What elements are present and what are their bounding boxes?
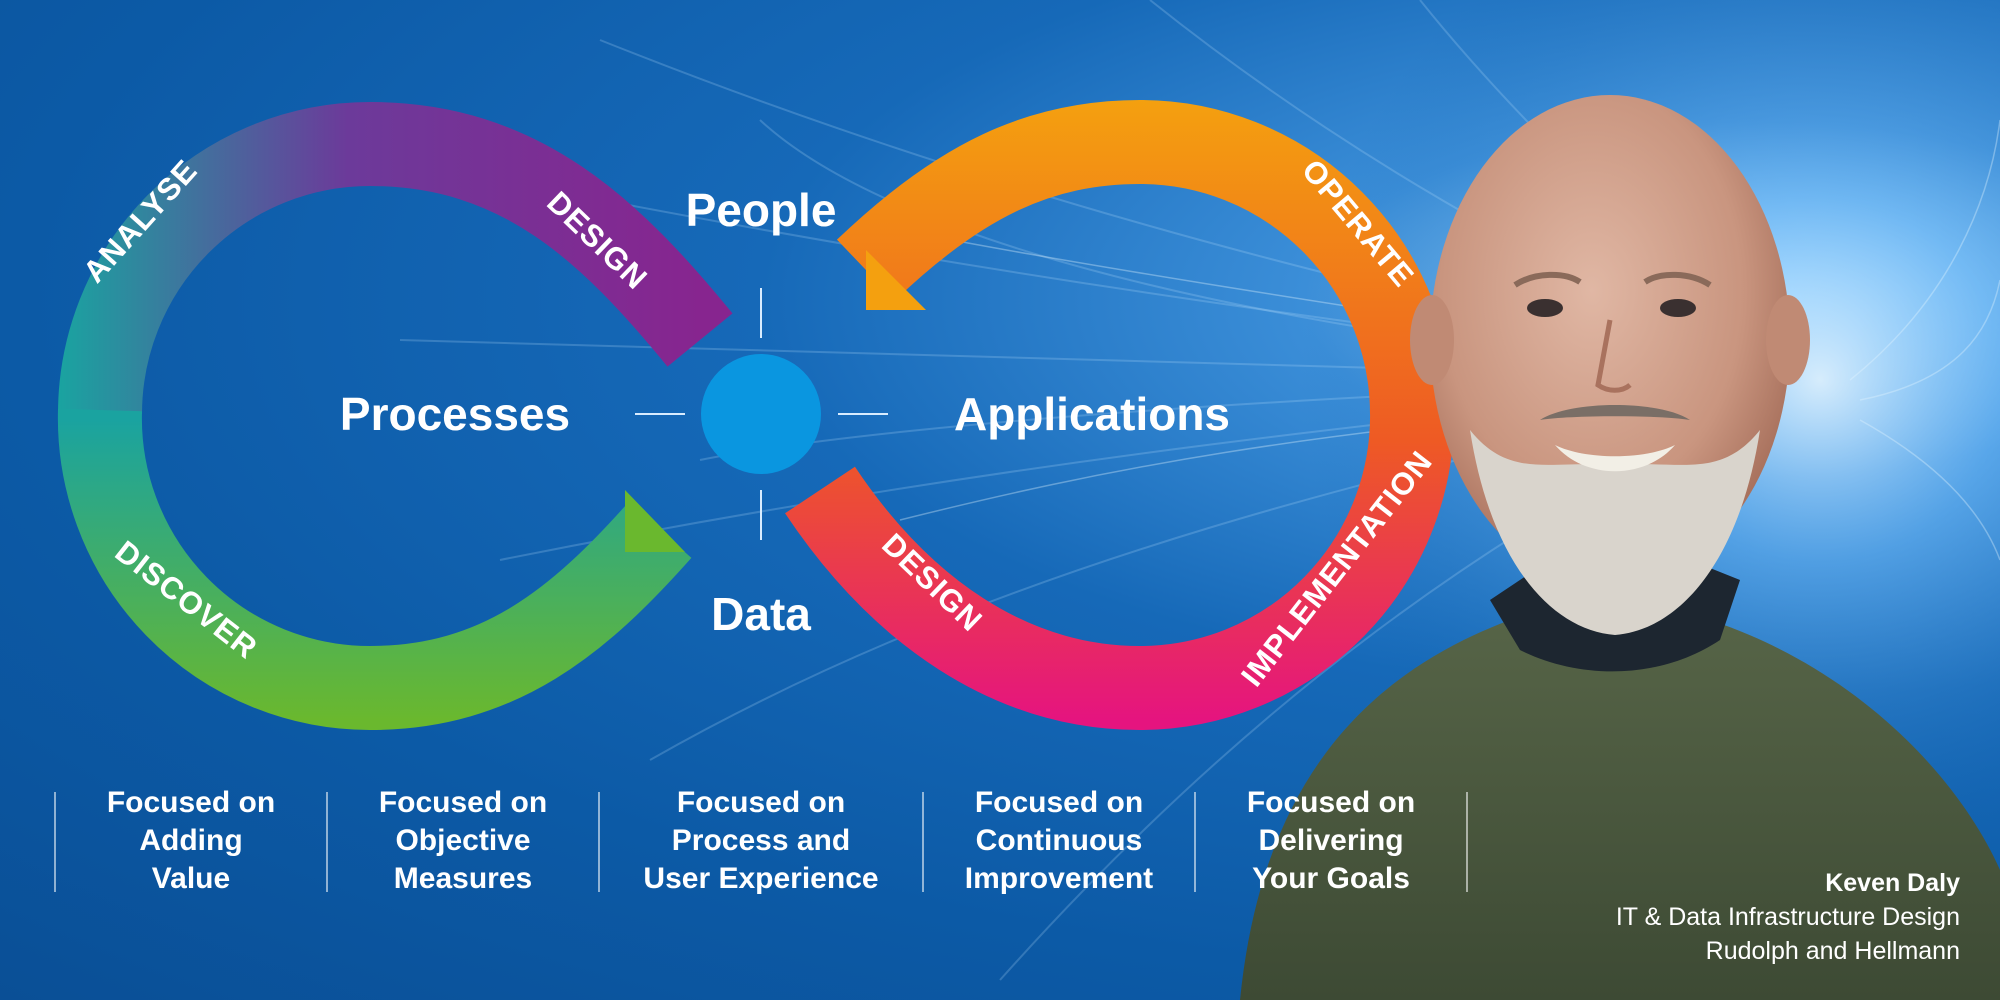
focus-item-continuous-improvement: Focused on Continuous Improvement: [964, 786, 1154, 895]
credit-title: IT & Data Infrastructure Design: [1615, 903, 1960, 931]
focus-divider: [1466, 792, 1468, 892]
focus-item-process-ux: Focused on Process and User Experience: [643, 786, 879, 895]
center-word-top: People: [686, 184, 837, 236]
center-word-bottom: Data: [711, 588, 811, 640]
right-loop-upper-arc: [836, 99, 1454, 415]
credit-block: Keven Daly IT & Data Infrastructure Desi…: [1616, 866, 1960, 968]
credit-company: Rudolph and Hellmann: [1705, 937, 1960, 965]
hub-circle: [701, 354, 821, 474]
focus-row: Focused on Adding Value Focused on Objec…: [0, 786, 1480, 898]
left-loop-lower-arc: [57, 408, 692, 731]
focus-divider: [922, 792, 924, 892]
center-word-left: Processes: [340, 388, 570, 440]
right-loop-lower-arc: [785, 409, 1455, 731]
focus-divider: [54, 792, 56, 892]
credit-name: Keven Daly: [1825, 869, 1960, 897]
green-arrow-tail: [625, 490, 685, 552]
focus-divider: [326, 792, 328, 892]
left-loop-upper-arc: [58, 101, 733, 415]
focus-item-objective-measures: Focused on Objective Measures: [378, 786, 548, 895]
hub-cross-lines: [635, 288, 888, 540]
focus-item-delivering-goals: Focused on Delivering Your Goals: [1246, 786, 1416, 895]
focus-divider: [1194, 792, 1196, 892]
center-word-right: Applications: [954, 388, 1230, 440]
orange-arrow-tail: [866, 250, 926, 310]
focus-divider: [598, 792, 600, 892]
person-photo: [1240, 95, 2000, 1000]
focus-item-adding-value: Focused on Adding Value: [106, 786, 276, 895]
